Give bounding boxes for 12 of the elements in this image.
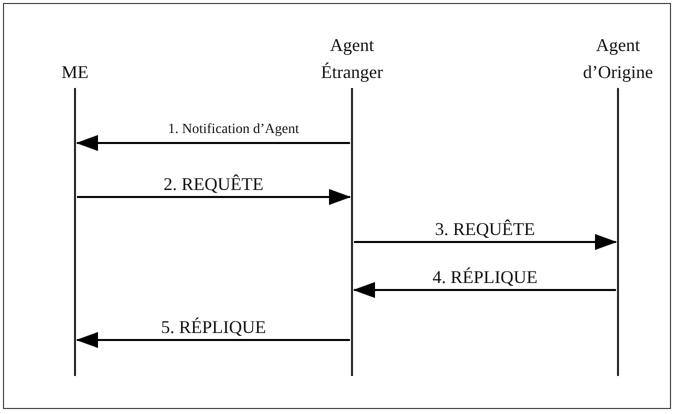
message-arrow [77, 189, 351, 205]
edge-label: 4. RÉPLIQUE [430, 267, 540, 287]
message-arrow [354, 234, 617, 250]
participant-label: Agent Étranger [320, 34, 384, 84]
message-arrow [76, 135, 350, 151]
participant-label: ME [60, 61, 90, 84]
message-arrow [76, 332, 350, 348]
participant-label: Agent d’Origine [582, 34, 654, 84]
edge-label: 3. REQUÊTE [433, 219, 537, 239]
edge-label: 5. RÉPLIQUE [159, 317, 268, 337]
message-arrow [353, 282, 616, 298]
edge-label: 2. REQUÊTE [162, 174, 266, 194]
